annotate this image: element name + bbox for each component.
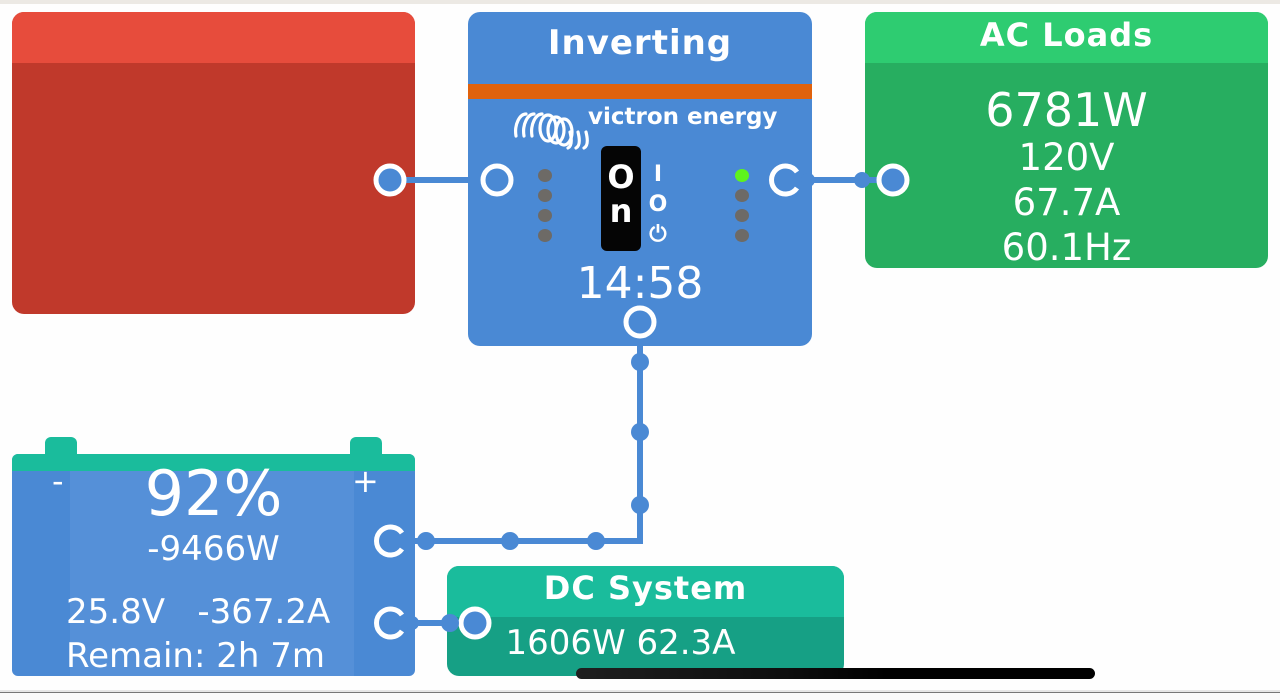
top-border: [0, 0, 1280, 4]
battery-positive-terminal: [350, 437, 382, 459]
bottom-edge: [0, 692, 1280, 700]
battery-soc: 92%: [144, 457, 283, 530]
led-indicator: [735, 229, 749, 242]
mode-on-icon: I: [653, 162, 663, 187]
ac-loads-tile[interactable]: AC Loads 6781W 120V 67.7A 60.1Hz: [865, 12, 1268, 268]
right-led-column: [735, 169, 749, 249]
battery-cap: [12, 454, 415, 471]
mode-power-icon: ⏻: [649, 222, 667, 247]
on-switch[interactable]: O n: [601, 146, 641, 251]
battery-tile[interactable]: - + 92% -9466W 25.8V -367.2A Remain: 2h …: [12, 454, 415, 676]
dc-system-title: DC System: [447, 566, 844, 617]
switch-label-o: O: [607, 158, 635, 196]
connector-open: [374, 524, 405, 558]
ac-loads-current: 67.7A: [1012, 181, 1121, 224]
wire-inverter-battery: [390, 322, 643, 544]
connector-dot: [373, 163, 407, 197]
flow-dot: [587, 532, 605, 550]
battery-inner: [70, 471, 354, 676]
led-indicator-active: [735, 169, 749, 182]
flow-dot: [441, 614, 459, 632]
switch-label-n: n: [609, 192, 633, 230]
led-indicator: [538, 189, 552, 202]
ac-input-header: [12, 12, 415, 63]
inverter-tile[interactable]: Inverting victron energy O n I O ⏻ 14:: [468, 12, 812, 346]
connector-open: [769, 163, 800, 197]
inverter-state-title: Inverting: [547, 23, 733, 63]
led-indicator: [538, 169, 552, 182]
battery-voltage-current: 25.8V -367.2A: [66, 592, 331, 632]
flow-dot: [501, 532, 519, 550]
flow-dot: [854, 172, 870, 188]
led-indicator: [735, 189, 749, 202]
inverter-time: 14:58: [576, 258, 704, 309]
flow-dot: [631, 353, 649, 371]
led-indicator: [735, 209, 749, 222]
battery-power: -9466W: [147, 529, 280, 569]
led-indicator: [538, 209, 552, 222]
home-indicator-bar[interactable]: [576, 668, 1095, 679]
left-led-column: [538, 169, 552, 249]
flow-dot: [631, 423, 649, 441]
ac-loads-voltage: 120V: [1018, 136, 1115, 179]
battery-plus-sign: +: [352, 462, 379, 500]
brand-name: victron energy: [588, 104, 778, 130]
ac-input-tile[interactable]: [12, 12, 415, 314]
ac-loads-title: AC Loads: [865, 12, 1268, 63]
connector-dot: [458, 606, 492, 640]
mode-off-icon: O: [648, 192, 668, 217]
ac-loads-power: 6781W: [985, 83, 1148, 137]
connector-dot: [623, 305, 657, 339]
flow-dot: [405, 616, 419, 630]
bottom-border: [0, 690, 1280, 692]
ac-loads-frequency: 60.1Hz: [1001, 226, 1132, 268]
battery-negative-terminal: [45, 437, 77, 459]
victron-logo-icon: [514, 112, 589, 150]
connector-dot: [480, 163, 514, 197]
dc-system-value: 1606W 62.3A: [505, 623, 736, 663]
battery-minus-sign: -: [52, 462, 64, 500]
inverter-orange-stripe: [468, 84, 812, 99]
flow-dot: [631, 496, 649, 514]
connector-dot: [876, 163, 910, 197]
flow-dot: [417, 532, 435, 550]
flow-dot: [801, 173, 815, 187]
led-indicator: [538, 229, 552, 242]
connector-open: [374, 606, 405, 640]
dc-system-tile[interactable]: DC System 1606W 62.3A: [447, 566, 844, 676]
battery-remaining-time: Remain: 2h 7m: [66, 636, 325, 676]
